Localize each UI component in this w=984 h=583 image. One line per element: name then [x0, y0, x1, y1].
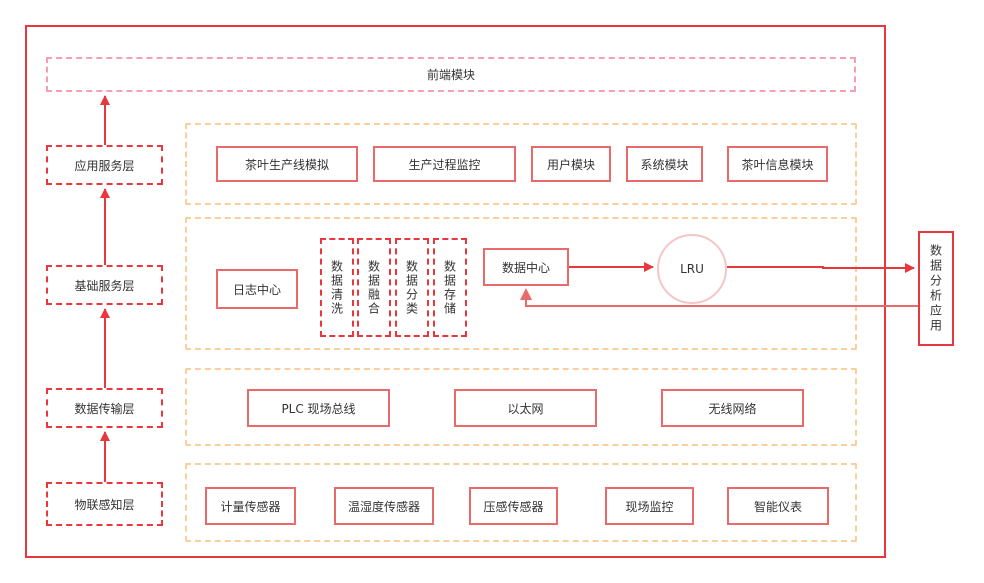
data-storage: 数据存储 [433, 238, 467, 337]
transmission-panel [185, 368, 857, 446]
layer-perception: 物联感知层 [46, 482, 163, 526]
transport-plc-fieldbus: PLC 现场总线 [247, 389, 390, 427]
transport-wireless: 无线网络 [661, 389, 804, 427]
perception-panel [185, 463, 857, 542]
layer-application: 应用服务层 [46, 145, 163, 185]
sensor-temp-humidity: 温湿度传感器 [334, 487, 434, 525]
data-analysis-application: 数据分析应用 [918, 231, 954, 346]
sensor-site-monitor: 现场监控 [605, 487, 694, 525]
arrow-analytics-to-datacenter [520, 288, 918, 307]
layer-foundation: 基础服务层 [46, 265, 163, 305]
data-cleaning: 数据清洗 [320, 238, 354, 337]
app-module-tea-info: 茶叶信息模块 [727, 146, 828, 182]
app-module-user: 用户模块 [531, 146, 611, 182]
app-module-production-monitor: 生产过程监控 [373, 146, 516, 182]
app-module-system: 系统模块 [626, 146, 703, 182]
arrow-lru-to-analytics [727, 263, 915, 273]
transport-ethernet: 以太网 [454, 389, 597, 427]
application-panel [185, 123, 857, 205]
data-classification: 数据分类 [395, 238, 429, 337]
data-fusion: 数据融合 [357, 238, 391, 337]
foundation-panel [185, 217, 857, 350]
layer-transmission: 数据传输层 [46, 388, 163, 428]
sensor-metering: 计量传感器 [205, 487, 296, 525]
sensor-pressure: 压感传感器 [469, 487, 558, 525]
architecture-frame [25, 25, 886, 558]
data-center: 数据中心 [483, 248, 569, 286]
app-module-tea-line-sim: 茶叶生产线模拟 [216, 146, 358, 182]
frontend-module: 前端模块 [46, 57, 856, 92]
sensor-smart-meter: 智能仪表 [727, 487, 829, 525]
lru-cache: LRU [657, 234, 727, 304]
log-center: 日志中心 [216, 269, 298, 309]
